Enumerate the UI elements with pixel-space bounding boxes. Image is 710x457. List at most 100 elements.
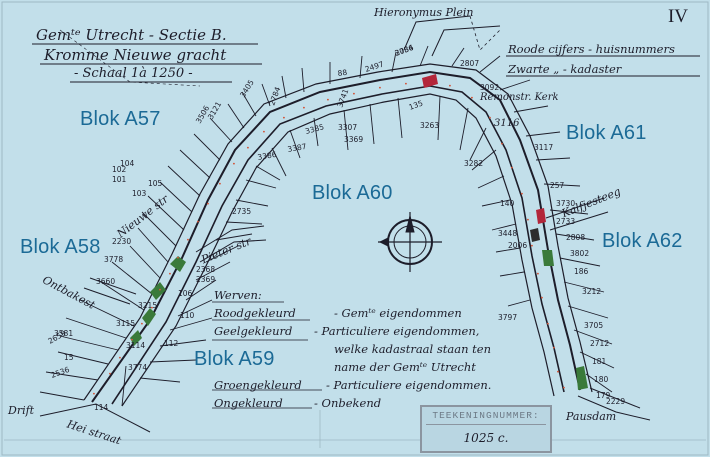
- parcel-number: 105: [148, 179, 163, 188]
- werven-item-5-text: - Particuliere eigendommen.: [326, 378, 492, 392]
- parcel-number: 3802: [570, 249, 589, 258]
- house-number-mark: •: [176, 254, 180, 262]
- parcel-number: 3741: [335, 87, 350, 108]
- werven-item-5-label: Groengekleurd: [214, 378, 302, 392]
- parcel-number: 2230: [112, 237, 131, 246]
- parcel-number: 257: [550, 181, 565, 190]
- house-number-mark: •: [404, 80, 408, 88]
- parcel-number: 15: [64, 353, 74, 362]
- compass-rose-icon: [378, 212, 442, 272]
- house-number-mark: •: [206, 200, 210, 208]
- house-number-mark: •: [130, 336, 134, 344]
- sheet-number: IV: [667, 6, 688, 27]
- side-streets: [39, 15, 651, 433]
- house-number-mark: •: [196, 218, 200, 226]
- werven-item-3-text: welke kadastraal staan ten: [334, 342, 491, 356]
- parcel-number: 3084: [394, 43, 415, 58]
- werven-heading: Werven:: [214, 288, 262, 302]
- house-number-mark: •: [448, 82, 452, 90]
- house-number-mark: •: [108, 370, 112, 378]
- parcel-number: 2784: [267, 85, 282, 106]
- parcel-number: 3212: [582, 287, 601, 296]
- werven-item-1-label: Roodgekleurd: [214, 306, 296, 320]
- parcel-number: 2497: [364, 59, 385, 74]
- block-label-a62: Blok A62: [602, 230, 683, 252]
- werven-item-6-text: - Onbekend: [314, 396, 382, 410]
- parcel-number: 181: [592, 357, 607, 366]
- stamp-number: 1025 c.: [463, 431, 509, 445]
- parcel-number: 3660: [96, 277, 115, 286]
- parcel-number: 101: [112, 175, 127, 184]
- parcel-number: 3705: [584, 321, 603, 330]
- house-number-mark: •: [158, 286, 162, 294]
- parcel-number: 3797: [498, 313, 517, 322]
- house-number-mark: •: [186, 236, 190, 244]
- house-number-mark: •: [500, 140, 504, 148]
- house-number-mark: •: [92, 390, 96, 398]
- house-number-mark: •: [510, 164, 514, 172]
- house-number-mark: •: [378, 84, 382, 92]
- parcel-number: 3114: [126, 341, 145, 350]
- parcel-number: 3385: [304, 122, 325, 136]
- block-label-a59: Blok A59: [194, 348, 275, 370]
- parcel-number: 3115: [116, 319, 135, 328]
- parcel-number: 186: [574, 267, 589, 276]
- parcel-number: 3307: [338, 123, 357, 132]
- dashed-boundary-2: [59, 29, 201, 87]
- werven-underlines: [212, 301, 322, 409]
- street-drift: Drift: [8, 404, 35, 417]
- parcel-number: 2735: [232, 207, 251, 216]
- parcel-number: 2006: [508, 241, 527, 250]
- label-kerk-number: 3116: [494, 118, 520, 129]
- parcel-number: 3121: [206, 100, 223, 121]
- werven-item-4-text: name der Gemᵗᵉ Utrecht: [334, 360, 476, 374]
- house-number-mark: •: [540, 294, 544, 302]
- house-number-mark: •: [262, 128, 266, 136]
- title-line-1: Gemᵗᵉ Utrecht - Sectie B.: [36, 26, 227, 44]
- title-line-2: Kromme Nieuwe gracht: [44, 46, 227, 64]
- house-number-mark: •: [526, 216, 530, 224]
- parcel-number: 3282: [464, 159, 483, 168]
- parcel-number: 3215: [138, 301, 157, 310]
- parcel-number: 2733: [556, 217, 575, 226]
- house-number-mark: •: [118, 354, 122, 362]
- house-number-mark: •: [520, 190, 524, 198]
- parcel-number: 3386: [257, 150, 278, 162]
- title-underlines: [32, 43, 262, 83]
- parcel-number: 3581: [54, 329, 73, 338]
- inner-parcel-lines: [121, 95, 531, 407]
- dashed-boundary: [469, 15, 501, 51]
- house-number-mark: •: [282, 114, 286, 122]
- parcel-number: 2369: [196, 275, 215, 284]
- quay-outer: [83, 63, 593, 401]
- title-scale: - Schaal 1à 1250 -: [74, 66, 193, 81]
- parcel-number: 110: [180, 311, 195, 320]
- parcel-number: 2807: [460, 59, 479, 68]
- parcel-number: 2229: [606, 397, 625, 406]
- werven-item-2-label: Geelgekleurd: [214, 324, 293, 338]
- house-number-mark: •: [562, 384, 566, 392]
- parcel-number: 3774: [128, 363, 147, 372]
- parcel-number: 106: [178, 289, 193, 298]
- parcel-number: 114: [94, 403, 109, 412]
- canal-outer-bank: [91, 70, 581, 403]
- block-label-a57: Blok A57: [80, 108, 161, 130]
- werven-item-1-text: - Gemᵗᵉ eigendommen: [334, 306, 462, 320]
- parcel-number: 3387: [287, 142, 308, 154]
- house-number-mark: •: [530, 242, 534, 250]
- werven-item-6-label: Ongekleurd: [214, 396, 283, 410]
- stamp-label: TEEKENINGNUMMER:: [426, 410, 546, 425]
- block-label-a60: Blok A60: [312, 182, 393, 204]
- drawing-number-stamp: TEEKENINGNUMMER: 1025 c.: [420, 405, 552, 453]
- quay-inner: [121, 93, 555, 407]
- werven-item-2-text: - Particuliere eigendommen,: [314, 324, 480, 338]
- werven-colours: [130, 74, 588, 390]
- legend-underlines: [506, 55, 700, 77]
- parcel-number: 3263: [420, 121, 439, 130]
- block-label-a58: Blok A58: [20, 236, 101, 258]
- house-number-mark: •: [536, 270, 540, 278]
- house-number-mark: •: [246, 144, 250, 152]
